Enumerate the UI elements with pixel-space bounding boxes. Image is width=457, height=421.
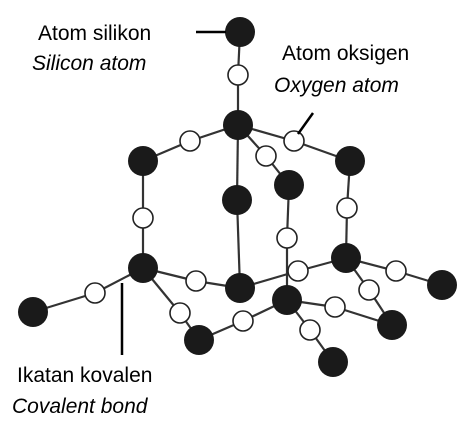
silicon-atom bbox=[331, 243, 361, 273]
silicon-atom bbox=[318, 347, 348, 377]
oxygen-atom bbox=[255, 145, 277, 167]
bond-label-english: Covalent bond bbox=[12, 395, 149, 418]
oxygen-atom bbox=[169, 302, 191, 324]
oxygen-atom bbox=[287, 260, 309, 282]
silicon-atoms bbox=[18, 17, 457, 377]
silicon-atom bbox=[427, 270, 457, 300]
silicon-atom bbox=[225, 273, 255, 303]
oxygen-atom bbox=[299, 319, 321, 341]
silicon-atom bbox=[222, 185, 252, 215]
oxygen-atom bbox=[227, 64, 249, 86]
oxygen-atom bbox=[336, 197, 358, 219]
silicon-atom bbox=[184, 325, 214, 355]
silicon-atom bbox=[274, 170, 304, 200]
oxygen-atom bbox=[358, 279, 380, 301]
leader-lines bbox=[120, 30, 315, 355]
oxygen-leader-line bbox=[296, 112, 315, 135]
oxygen-atoms bbox=[84, 64, 407, 341]
oxygen-atom bbox=[324, 296, 346, 318]
silicon-atom bbox=[335, 146, 365, 176]
silicon-atom-label: Atom silikon Silicon atom bbox=[32, 22, 151, 75]
oxygen-atom bbox=[132, 207, 154, 229]
oxygen-atom-label: Atom oksigen Oxygen atom bbox=[274, 42, 409, 97]
oxygen-label-malay: Atom oksigen bbox=[282, 42, 409, 65]
oxygen-atom bbox=[84, 282, 106, 304]
silicon-atom bbox=[272, 285, 302, 315]
oxygen-atom bbox=[179, 130, 201, 152]
bond-label-malay: Ikatan kovalen bbox=[17, 364, 152, 387]
oxygen-atom bbox=[185, 270, 207, 292]
oxygen-atom bbox=[232, 310, 254, 332]
silicon-atom bbox=[225, 17, 255, 47]
oxygen-label-english: Oxygen atom bbox=[274, 74, 399, 97]
oxygen-atom bbox=[385, 260, 407, 282]
covalent-bond-label: Ikatan kovalen Covalent bond bbox=[12, 364, 152, 418]
silicon-atom bbox=[128, 253, 158, 283]
silicon-atom bbox=[223, 110, 253, 140]
silicon-label-english: Silicon atom bbox=[32, 52, 146, 75]
silicon-atom bbox=[18, 297, 48, 327]
oxygen-atom bbox=[283, 130, 305, 152]
oxygen-atom bbox=[276, 227, 298, 249]
silicon-atom bbox=[377, 310, 407, 340]
silicon-atom bbox=[128, 146, 158, 176]
silicon-label-malay: Atom silikon bbox=[38, 22, 151, 45]
